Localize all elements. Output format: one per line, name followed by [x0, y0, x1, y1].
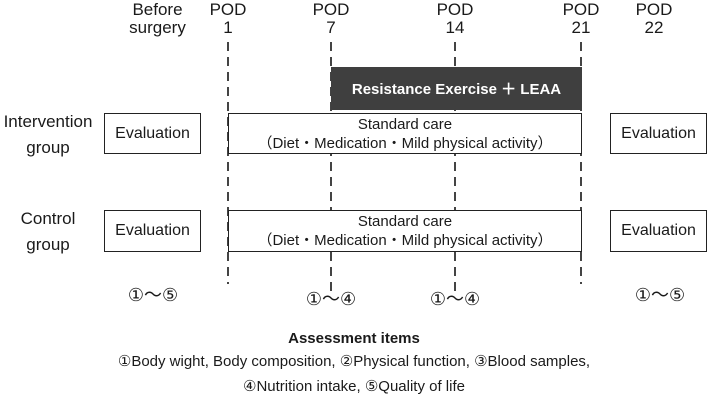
intervention-group-label: Intervention group — [3, 112, 93, 157]
exercise-bar: Resistance Exercise ＋ LEAA — [331, 67, 582, 110]
header-pod1: POD 1 — [209, 0, 247, 37]
control-standard-care: Standard care （Diet・Medication・Mild phys… — [228, 210, 582, 252]
header-pod21: POD 21 — [562, 0, 600, 37]
control-evaluation-after: Evaluation — [610, 210, 707, 252]
timepoint-items-before: ①～⑤ — [127, 285, 179, 305]
assessment-items-line-1: ①Body wight, Body composition, ②Physical… — [117, 353, 591, 370]
intervention-evaluation-after: Evaluation — [610, 113, 707, 154]
assessment-items-line-2: ④Nutrition intake, ⑤Quality of life — [243, 378, 465, 395]
control-evaluation-before: Evaluation — [104, 210, 201, 252]
assessment-items-title: Assessment items — [288, 330, 420, 347]
header-pod7: POD 7 — [312, 0, 350, 37]
header-pod22: POD 22 — [635, 0, 673, 37]
timepoint-items-pod22: ①～⑤ — [634, 285, 686, 305]
header-pod14: POD 14 — [436, 0, 474, 37]
timepoint-items-pod7: ①～④ — [305, 289, 357, 309]
timepoint-items-pod14: ①～④ — [429, 289, 481, 309]
control-group-label: Control group — [20, 209, 76, 254]
intervention-evaluation-before: Evaluation — [104, 113, 201, 154]
header-before-surgery: Before surgery — [129, 0, 186, 37]
intervention-standard-care: Standard care （Diet・Medication・Mild phys… — [228, 113, 582, 154]
